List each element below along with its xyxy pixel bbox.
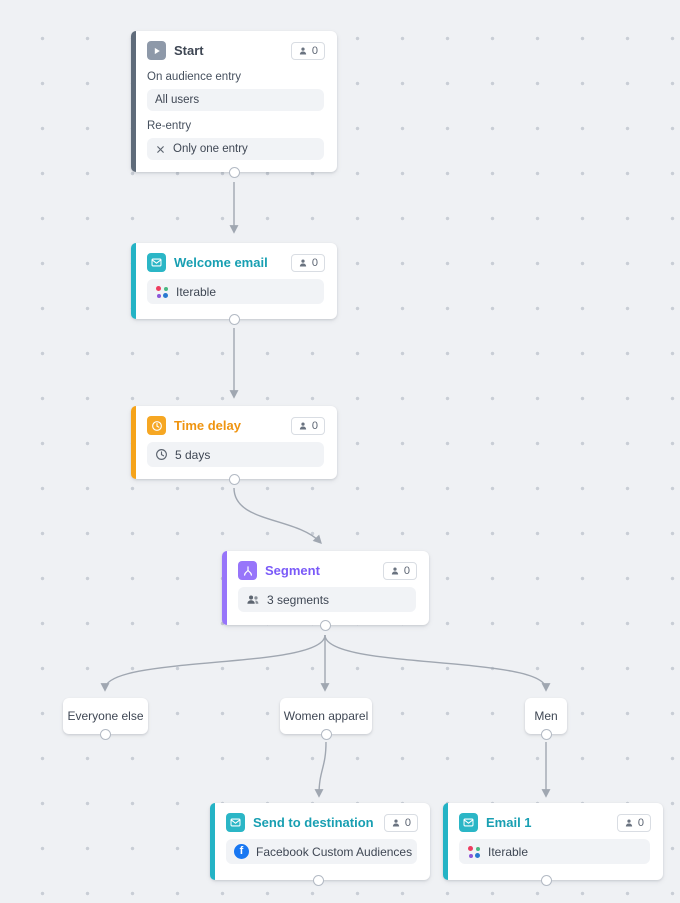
send-icon xyxy=(226,813,245,832)
duration-field: 5 days xyxy=(147,442,324,467)
clock-icon xyxy=(147,416,166,435)
person-icon xyxy=(392,819,399,826)
node-header: Time delay 0 xyxy=(131,406,337,442)
edge-segment-to-men xyxy=(324,634,551,692)
node-title: Segment xyxy=(265,563,320,578)
play-icon xyxy=(147,41,166,60)
node-segment[interactable]: Segment 0 3 segments xyxy=(222,551,429,631)
iterable-logo-icon xyxy=(467,845,481,859)
audience-value: All users xyxy=(155,94,200,106)
iterable-logo-icon xyxy=(155,285,169,299)
output-port[interactable] xyxy=(228,474,240,485)
node-header: Email 1 0 xyxy=(443,803,663,839)
channel-value: Iterable xyxy=(488,844,529,859)
person-icon xyxy=(391,567,398,574)
people-icon xyxy=(247,595,259,604)
node-send-to-destination[interactable]: Send to destination 0 f Facebook Custom … xyxy=(210,803,430,886)
duration-value: 5 days xyxy=(175,447,211,462)
badge-count: 0 xyxy=(311,44,318,57)
node-welcome-email[interactable]: Welcome email 0 Iterable xyxy=(131,243,337,325)
destination-value: Facebook Custom Audiences xyxy=(256,844,413,859)
email-accent-bar xyxy=(131,243,136,319)
segments-field: 3 segments xyxy=(238,587,416,612)
reentry-field: Only one entry xyxy=(147,138,324,160)
delay-accent-bar xyxy=(131,406,136,479)
node-header: Welcome email 0 xyxy=(131,243,337,279)
branch-men[interactable]: Men xyxy=(525,698,567,740)
facebook-icon: f xyxy=(234,844,249,859)
node-time-delay[interactable]: Time delay 0 5 days xyxy=(131,406,337,485)
node-email-1[interactable]: Email 1 0 Iterable xyxy=(443,803,663,886)
split-icon xyxy=(238,561,257,580)
audience-count-badge[interactable]: 0 xyxy=(290,253,325,272)
clock-icon xyxy=(156,449,167,460)
badge-count: 0 xyxy=(637,816,644,829)
node-start[interactable]: Start 0 On audience entry All users Re-e… xyxy=(131,31,337,178)
audience-field: All users xyxy=(147,89,324,111)
reentry-label: Re-entry xyxy=(147,120,192,132)
branch-label: Everyone else xyxy=(67,709,144,723)
output-port[interactable] xyxy=(320,620,331,631)
output-port[interactable] xyxy=(541,875,552,886)
node-title: Welcome email xyxy=(174,255,268,270)
node-title: Time delay xyxy=(174,418,241,433)
branch-everyone-else[interactable]: Everyone else xyxy=(63,698,148,740)
person-icon xyxy=(625,819,632,826)
segment-accent-bar xyxy=(222,551,227,625)
branch-women-apparel[interactable]: Women apparel xyxy=(280,698,372,740)
audience-count-badge[interactable]: 0 xyxy=(383,813,418,832)
send-accent-bar xyxy=(210,803,215,880)
channel-value: Iterable xyxy=(176,284,217,299)
email-icon xyxy=(459,813,478,832)
email-icon xyxy=(147,253,166,272)
output-port[interactable] xyxy=(100,729,111,740)
email-accent-bar xyxy=(443,803,448,880)
output-port[interactable] xyxy=(228,314,240,325)
audience-count-badge[interactable]: 0 xyxy=(616,813,651,832)
audience-count-badge[interactable]: 0 xyxy=(290,41,325,60)
channel-field: Iterable xyxy=(147,279,324,304)
output-port[interactable] xyxy=(228,167,240,178)
node-header: Start 0 xyxy=(131,31,337,67)
person-icon xyxy=(299,259,306,266)
segments-value: 3 segments xyxy=(267,592,330,607)
entry-type-label: On audience entry xyxy=(147,71,241,83)
edge-women-apparel-to-send xyxy=(314,741,327,798)
node-title: Start xyxy=(174,43,204,58)
node-header: Segment 0 xyxy=(222,551,429,587)
output-port[interactable] xyxy=(320,729,332,740)
audience-count-badge[interactable]: 0 xyxy=(382,561,417,580)
output-port[interactable] xyxy=(540,729,552,740)
reentry-value: Only one entry xyxy=(173,143,248,155)
close-icon xyxy=(157,145,164,153)
person-icon xyxy=(299,422,306,429)
badge-count: 0 xyxy=(403,564,410,577)
person-icon xyxy=(299,47,306,54)
badge-count: 0 xyxy=(404,816,411,829)
branch-label: Women apparel xyxy=(283,709,369,723)
badge-count: 0 xyxy=(311,256,318,269)
branch-label: Men xyxy=(534,709,558,723)
badge-count: 0 xyxy=(311,419,318,432)
audience-count-badge[interactable]: 0 xyxy=(290,416,325,435)
node-header: Send to destination 0 xyxy=(210,803,430,839)
node-title: Send to destination xyxy=(253,815,374,830)
start-accent-bar xyxy=(131,31,136,172)
channel-field: Iterable xyxy=(459,839,650,864)
edge-segment-to-everyone-else xyxy=(100,634,326,692)
output-port[interactable] xyxy=(313,875,324,886)
node-title: Email 1 xyxy=(486,815,532,830)
edge-time-delay-to-segment xyxy=(233,487,322,545)
destination-field: f Facebook Custom Audiences xyxy=(226,839,417,864)
